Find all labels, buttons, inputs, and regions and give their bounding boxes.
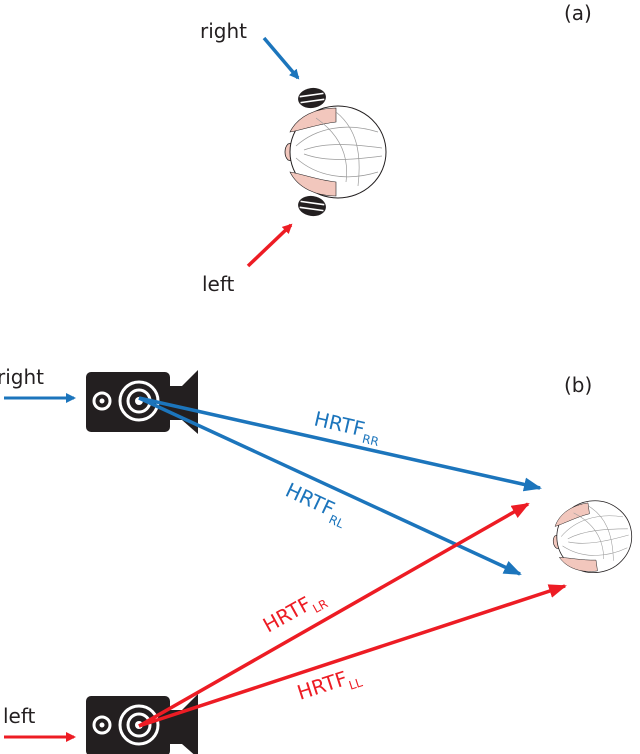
speaker-icon-right <box>84 368 200 436</box>
panel-b-right-label: right <box>0 365 44 389</box>
panel-a-right-label: right <box>200 19 247 43</box>
svg-text:HRTFLR: HRTFLR <box>259 584 331 641</box>
hrtf-rl-label: HRTFRL <box>280 478 352 531</box>
hrtf-rr-label: HRTFRR <box>311 406 383 449</box>
arrow-icon-hrtf-rr <box>138 396 542 492</box>
panel-a-left-label: left <box>202 272 235 296</box>
svg-text:HRTFLL: HRTFLL <box>294 662 364 709</box>
arrow-icon-left-a <box>246 223 293 268</box>
hrtf-lr-label: HRTFLR <box>259 584 331 641</box>
head-icon-b <box>547 495 637 579</box>
panel-b-left-label: left <box>3 704 36 728</box>
arrow-icon-hrtf-ll <box>138 584 567 728</box>
panel-b-label: (b) <box>564 373 592 397</box>
head-icon <box>284 105 387 199</box>
svg-text:HRTFRL: HRTFRL <box>280 478 352 531</box>
arrow-icon-right-a <box>262 36 300 80</box>
headphone-icon-right <box>295 85 329 111</box>
headphone-icon-left <box>295 193 329 219</box>
panel-a-label: (a) <box>564 1 592 25</box>
svg-text:HRTFRR: HRTFRR <box>311 406 383 449</box>
hrtf-ll-label: HRTFLL <box>294 662 364 709</box>
arrow-icon-hrtf-lr <box>138 502 530 728</box>
